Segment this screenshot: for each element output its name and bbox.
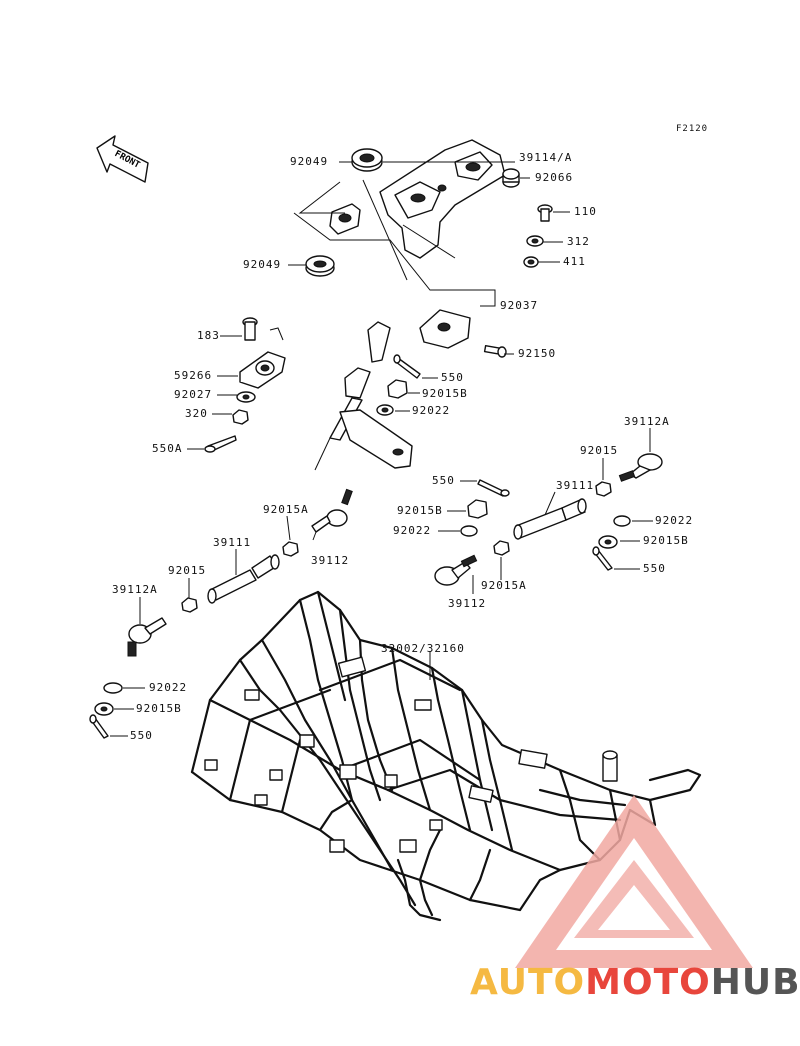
clamp-92037 [419,309,471,349]
label-92015B-mid: 92015B [422,387,468,400]
label-550-left: 550 [130,729,153,742]
watermark-hub: HUB [710,962,800,1003]
label-312: 312 [567,235,590,248]
watermark-moto: MOTO [585,962,711,1003]
label-39111-right: 39111 [556,479,595,492]
label-92015-right: 92015 [580,444,619,457]
washer-411 [523,256,539,268]
washer-92022-left [103,682,123,694]
automotohub-logo-icon [515,795,753,968]
tie-rod-end-39112A-right [618,453,663,482]
tie-rod-end-39112-left [311,488,353,533]
label-92015B-right1: 92015B [397,504,443,517]
washer-92022-right2 [613,515,631,527]
label-320: 320 [185,407,208,420]
label-92150: 92150 [518,347,557,360]
tie-rod-39111-right [513,498,587,540]
nut-320 [232,409,249,425]
washer-92022-mid [376,404,394,416]
castle-nut-92015B-mid [387,379,408,399]
label-550A: 550A [152,442,183,455]
tie-rod-end-39112-right [434,554,478,586]
tie-rod-39111-left [207,554,280,604]
cotter-pin-550-right1 [477,479,510,497]
label-39112A-left: 39112A [112,583,158,596]
label-92049-bottom: 92049 [243,258,282,271]
steering-shaft [269,321,413,471]
bolt-92150 [483,344,507,358]
label-32002-32160: 32002/32160 [381,642,465,655]
washer-312 [526,235,544,247]
label-92049-top: 92049 [290,155,329,168]
label-59266: 59266 [174,369,213,382]
cotter-pin-550-right2 [592,546,613,571]
label-92022-right1: 92022 [393,524,432,537]
washer-92022-right1 [460,525,478,537]
label-39114A: 39114/A [519,151,573,164]
label-550-right2: 550 [643,562,666,575]
cap-92066 [502,168,520,188]
bearing-92049-top [351,148,383,172]
label-92022-mid: 92022 [412,404,451,417]
label-92022-left: 92022 [149,681,188,694]
bearing-92049-bottom [305,255,335,277]
watermark-auto: AUTO [470,962,586,1003]
watermark-text: AUTOMOTOHUB [470,962,800,1003]
label-39112-left: 39112 [311,554,350,567]
label-92015B-left: 92015B [136,702,182,715]
cotter-pin-550A [204,435,237,453]
label-92015-left: 92015 [168,564,207,577]
label-92027: 92027 [174,388,213,401]
front-arrow-icon: FRONT [96,135,149,183]
nut-92015A-left [282,541,299,557]
castle-nut-92015B-left [94,702,114,716]
label-92037: 92037 [500,299,539,312]
label-183: 183 [197,329,220,342]
label-39111-left: 39111 [213,536,252,549]
reference-code: F2120 [676,124,709,134]
nut-92015-left [181,597,198,613]
bolt-110 [537,204,553,222]
label-110: 110 [574,205,597,218]
nut-92015-right [595,481,612,497]
cotter-pin-550-mid [393,354,421,379]
stem-clamp-upper [329,203,361,235]
label-39112A-right: 39112A [624,415,670,428]
main-frame-32002 [190,590,702,922]
bolt-183 [242,317,258,341]
castle-nut-92015B-right1 [467,499,488,519]
bearing-housing-59266 [239,351,286,389]
label-550-right1: 550 [432,474,455,487]
label-411: 411 [563,255,586,268]
tie-rod-end-39112A-left [127,617,167,657]
castle-nut-92015B-right2 [598,535,618,549]
label-92015A-left: 92015A [263,503,309,516]
label-92015A-right: 92015A [481,579,527,592]
label-92022-right2: 92022 [655,514,694,527]
label-550-mid: 550 [441,371,464,384]
label-92066: 92066 [535,171,574,184]
stem-bracket-39114 [379,139,506,259]
label-92015B-right2: 92015B [643,534,689,547]
cotter-pin-550-left [89,714,109,739]
washer-92027 [236,391,256,403]
label-39112-right: 39112 [448,597,487,610]
nut-92015A-right [493,540,510,556]
